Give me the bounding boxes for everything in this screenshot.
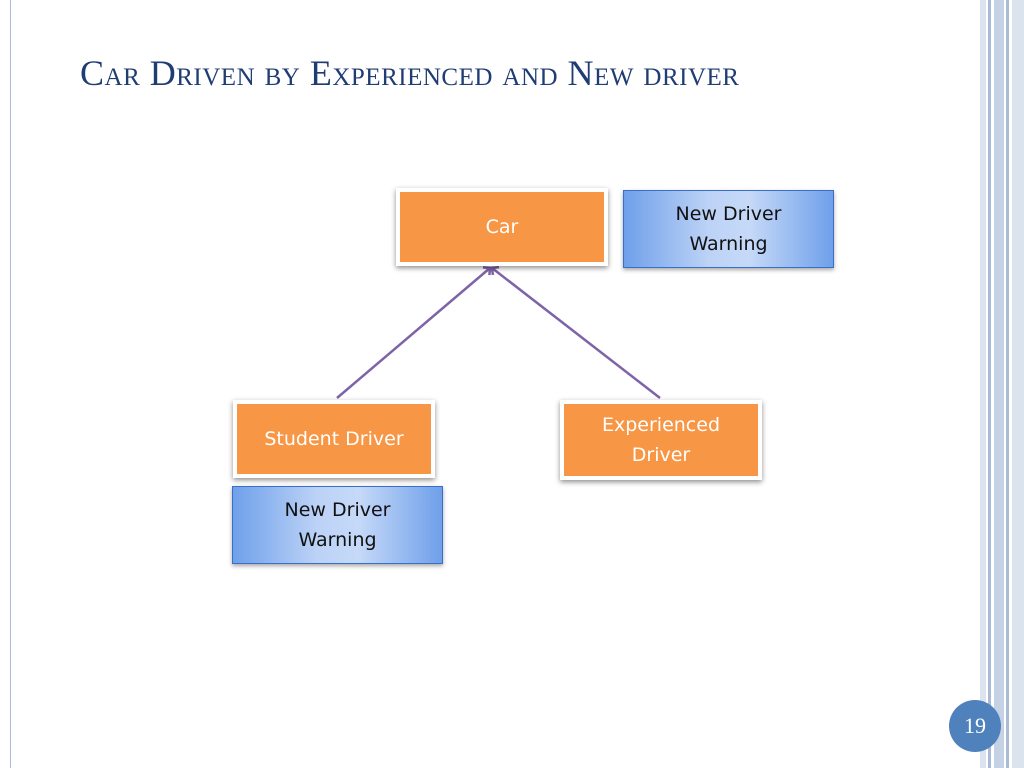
node-new-driver-warning-bottom: New Driver Warning xyxy=(232,486,443,564)
edge-student-to-car xyxy=(336,266,492,399)
slide-title: Car Driven by Experienced and New driver xyxy=(80,53,740,93)
node-student-driver-label: Student Driver xyxy=(264,428,404,450)
node-experienced-driver: Experienced Driver xyxy=(560,400,762,480)
slide-frame xyxy=(10,0,981,768)
right-decor-stripe xyxy=(1006,0,1009,768)
node-warning-bottom-label: New Driver Warning xyxy=(284,499,391,551)
node-new-driver-warning-top: New Driver Warning xyxy=(623,190,834,268)
page-number-badge: 19 xyxy=(949,700,1001,752)
node-warning-top-label: New Driver Warning xyxy=(675,203,782,255)
page-number: 19 xyxy=(964,713,986,738)
right-decor-stripe xyxy=(980,0,986,768)
node-student-driver: Student Driver xyxy=(233,400,435,478)
node-car-label: Car xyxy=(485,216,519,238)
edge-experienced-to-car xyxy=(490,265,661,399)
right-decor-stripe xyxy=(994,0,1004,768)
right-decor-stripe xyxy=(988,0,991,768)
node-experienced-driver-label: Experienced Driver xyxy=(601,414,721,466)
node-car: Car xyxy=(396,188,608,266)
right-decor-stripe xyxy=(1012,0,1024,768)
